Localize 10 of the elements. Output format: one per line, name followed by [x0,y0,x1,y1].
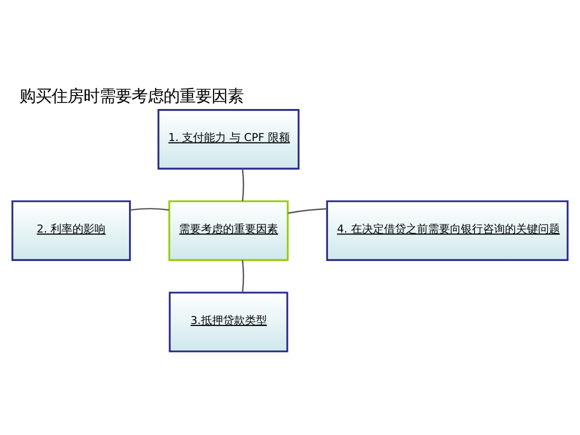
node-box: 需要考虑的重要因素 [168,200,289,260]
node-box: 1. 支付能力 与 CPF 限额 [158,108,300,170]
diagram-title: 购买住房时需要考虑的重要因素 [20,86,244,105]
node-box: 3.抵押贷款类型 [168,291,288,352]
connector [130,207,170,210]
node-box: 2. 利率的影响 [11,200,131,260]
connector [288,208,327,214]
connector [242,168,244,201]
node-box: 4. 在决定借贷之前需要向银行咨询的关键问题 [326,200,569,260]
connector [242,260,244,292]
